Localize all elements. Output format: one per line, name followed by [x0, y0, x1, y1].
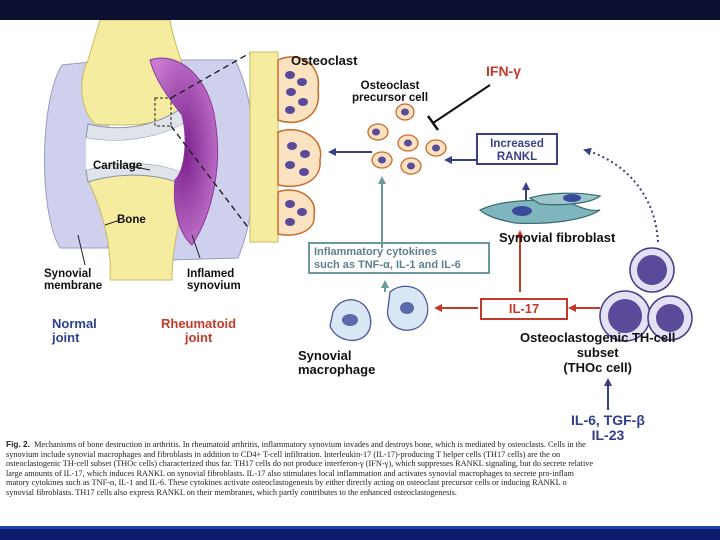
synovial-fibroblast-label: Synovial fibroblast [499, 230, 616, 245]
caption-line: synovium include synovial macrophages an… [6, 449, 561, 459]
diagram-illustration [44, 20, 693, 410]
rheumatoid-joint-line1: Rheumatoid [161, 316, 237, 331]
bottom-banner-stripe [0, 526, 720, 529]
th-to-rankl-dotted-arrow [583, 147, 659, 243]
il6-label-line2: IL-23 [591, 427, 625, 443]
synovial-membrane-label: Synovial membrane [44, 268, 102, 292]
cartilage-label: Cartilage [93, 160, 143, 172]
rankl-box-line1: Increased [490, 138, 544, 150]
caption-line: synovial fibroblasts. TH17 cells also ex… [6, 487, 457, 497]
synovial-macrophage-label: Synovial macrophage [298, 349, 375, 377]
precursor-cells [367, 103, 447, 175]
cytokines-box: Inflammatory cytokines such as TNF-α, IL… [308, 242, 490, 274]
il17-box-text: IL-17 [508, 301, 540, 316]
precursor-label-line2: precursor cell [352, 92, 429, 104]
caption-line: matory cytokines such as TNF-α, IL-1 and… [6, 478, 567, 487]
inflamed-synovium-line1: Inflamed [187, 268, 235, 280]
top-banner [0, 0, 720, 20]
osteoclast-cell-3 [277, 189, 316, 236]
thoc-label-line1: Osteoclastogenic TH-cell [520, 330, 676, 345]
osteoclast-cell-2 [277, 129, 322, 187]
synovial-membrane-line2: membrane [44, 280, 103, 292]
zoom-panel [249, 51, 322, 243]
cytokines-box-line1: Inflammatory cytokines [314, 246, 437, 258]
synovial-macrophage-line2: macrophage [298, 362, 376, 377]
caption-line: large amounts of IL-17, which induces RA… [6, 468, 574, 478]
inflamed-synovium-shape [149, 57, 219, 246]
rheumatoid-joint-label: Rheumatoid joint [161, 317, 236, 345]
normal-joint-line1: Normal [52, 316, 97, 331]
il17-box: IL-17 [480, 298, 568, 320]
il6-label-line1: IL-6, TGF-β [571, 412, 645, 428]
rankl-box: Increased RANKL [476, 133, 558, 165]
th-cells [599, 247, 693, 342]
rheumatoid-joint-line2: joint [184, 330, 213, 345]
osteoclast-label: Osteoclast [291, 53, 358, 68]
cytokines-box-line2: such as TNF-α, IL-1 and IL-6 [314, 258, 461, 271]
synovial-macrophage-line1: Synovial [298, 348, 352, 363]
thoc-label-line3: (THOc cell) [563, 360, 632, 375]
synovial-macrophage-cells [329, 285, 429, 341]
bottom-banner [0, 526, 720, 540]
normal-joint-line2: joint [52, 330, 80, 345]
inflamed-synovium-label: Inflamed synovium [187, 268, 241, 292]
thoc-label: Osteoclastogenic TH-cell subset (THOc ce… [520, 330, 675, 375]
synovial-membrane-line1: Synovial [44, 268, 92, 280]
precursor-label: Osteoclast precursor cell [352, 80, 428, 104]
ifn-label: IFN-γ [486, 63, 521, 79]
caption-line: osteoclastogenic TH-cell subset (THOc ce… [6, 459, 594, 468]
caption-fig-label: Fig. 2. [6, 440, 30, 449]
caption-line-text: Mechanisms of bone destruction in arthri… [34, 440, 586, 449]
joint-illustration [44, 20, 256, 281]
figure-caption: Fig. 2. Mechanisms of bone destruction i… [6, 440, 714, 522]
il6-label: IL-6, TGF-β IL-23 [571, 413, 645, 443]
precursor-label-line1: Osteoclast [360, 80, 420, 92]
normal-joint-label: Normal joint [52, 317, 97, 345]
rankl-box-line2: RANKL [496, 151, 538, 163]
osteoclast-cell-1 [277, 56, 320, 124]
caption-line: Fig. 2. Mechanisms of bone destruction i… [6, 440, 714, 450]
ifn-inhibition-line [432, 84, 491, 124]
thoc-label-line2: subset [576, 345, 619, 360]
inflamed-synovium-line2: synovium [187, 280, 241, 292]
synovial-fibroblast-cells [478, 192, 602, 224]
bone-label: Bone [117, 214, 146, 226]
